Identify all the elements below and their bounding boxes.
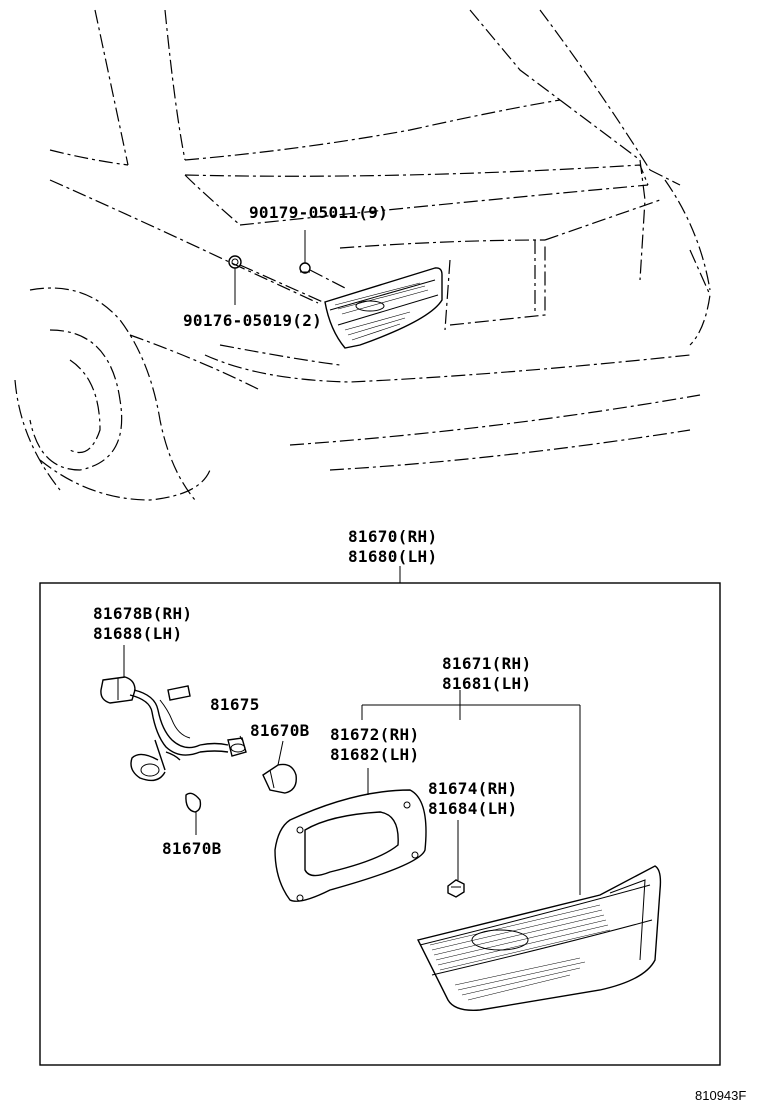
quantity: (2)	[292, 311, 323, 330]
label-81671-rh: 81671(RH)	[442, 654, 532, 673]
label-81682-lh: 81682(LH)	[330, 745, 420, 764]
label-81684-lh: 81684(LH)	[428, 799, 518, 818]
diagram-id: 810943F	[695, 1088, 747, 1103]
label-81672-rh: 81672(RH)	[330, 725, 420, 744]
bulb-lower	[185, 792, 202, 813]
label-81675: 81675	[210, 695, 260, 714]
vehicle-rear-view	[14, 9, 711, 501]
callout-90179: 90179-05011(9)	[249, 204, 388, 222]
label-81674-rh: 81674(RH)	[428, 779, 518, 798]
assembly-title-rh: 81670(RH)	[348, 527, 438, 546]
assembly-frame	[39, 566, 721, 1066]
label-81681-lh: 81681(LH)	[442, 674, 532, 693]
label-81688-lh: 81688(LH)	[93, 624, 183, 643]
assembly-title-lh: 81680(LH)	[348, 547, 438, 566]
socket-wire-harness	[100, 676, 247, 782]
callout-90176: 90176-05019(2)	[183, 312, 322, 330]
bulb-upper	[262, 763, 297, 794]
label-81670b-upper: 81670B	[250, 721, 310, 740]
quantity: (9)	[358, 203, 389, 222]
part-number: 90176-05019	[183, 311, 293, 330]
label-81670b-lower: 81670B	[162, 839, 222, 858]
gasket	[274, 789, 427, 902]
part-number: 90179-05011	[249, 203, 359, 222]
lamp-lens	[416, 865, 662, 1011]
nut	[447, 879, 465, 898]
label-81678b-rh: 81678B(RH)	[93, 604, 193, 623]
